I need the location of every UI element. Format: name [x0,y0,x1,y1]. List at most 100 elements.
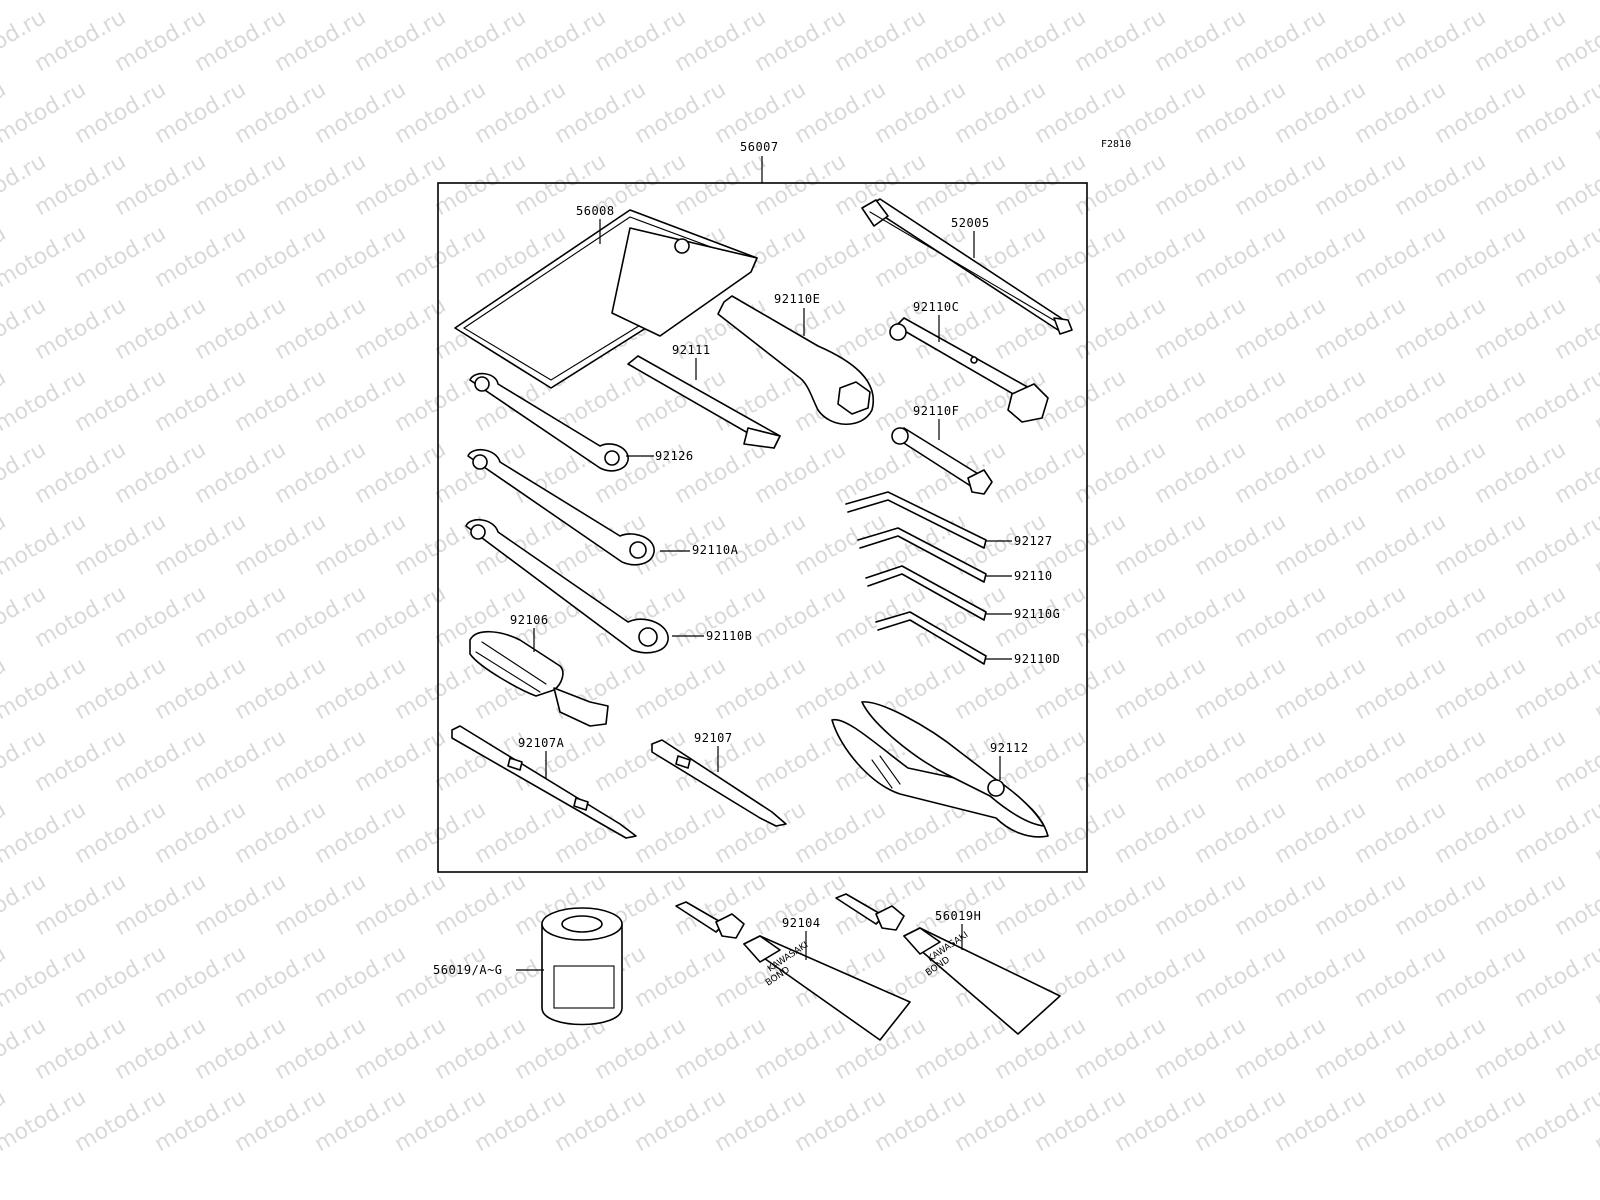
watermark-text: motod.ru [311,941,411,1013]
watermark-text: motod.ru [1071,869,1171,941]
part-label-56007[interactable]: 56007 [740,140,779,154]
watermark-text: motod.ru [111,293,211,365]
hex-key-92110G[interactable] [865,565,987,621]
part-label-92110C[interactable]: 92110C [913,300,959,314]
watermark-text: motod.ru [751,437,851,509]
watermark-text: motod.ru [1511,0,1600,5]
watermark-text: motod.ru [1351,0,1451,5]
watermark-text: motod.ru [231,1085,331,1157]
watermark-text: motod.ru [1271,0,1371,5]
watermark-text: motod.ru [191,149,291,221]
grease-can-56019-A-G[interactable] [541,907,623,1026]
watermark-text: motod.ru [991,437,1091,509]
tool-bag-56008[interactable] [454,209,758,389]
watermark-text: motod.ru [551,77,651,149]
watermark-text: motod.ru [471,0,571,5]
watermark-text: motod.ru [1151,869,1251,941]
socket-wrench-92110C[interactable] [889,317,1049,423]
watermark-text: motod.ru [0,0,90,5]
watermark-text: motod.ru [1191,1085,1291,1157]
part-label-92110[interactable]: 92110 [1014,569,1053,583]
watermark-text: motod.ru [1351,653,1451,725]
watermark-text: motod.ru [1431,797,1531,869]
watermark-text: motod.ru [1311,149,1411,221]
part-label-92110B[interactable]: 92110B [706,629,752,643]
part-label-92126[interactable]: 92126 [655,449,694,463]
watermark-text: motod.ru [791,77,891,149]
watermark-text: motod.ru [231,941,331,1013]
part-label-92110F[interactable]: 92110F [913,404,959,418]
watermark-text: motod.ru [311,653,411,725]
watermark-text: motod.ru [1311,725,1411,797]
watermark-text: motod.ru [1431,365,1531,437]
part-label-92112[interactable]: 92112 [990,741,1029,755]
watermark-text: motod.ru [471,797,571,869]
screwdriver-bit-92107[interactable] [651,739,787,827]
part-label-92110G[interactable]: 92110G [1014,607,1060,621]
bond-tube-56019H[interactable]: KAWASAKI BOND [835,893,1061,1035]
part-label-92107A[interactable]: 92107A [518,736,565,750]
watermark-text: motod.ru [31,725,131,797]
watermark-text: motod.ru [631,1085,731,1157]
watermark-text: motod.ru [1431,653,1531,725]
hex-key-92110[interactable] [857,527,987,583]
watermark-text: motod.ru [351,1013,451,1085]
part-label-92127[interactable]: 92127 [1014,534,1053,548]
watermark-text: motod.ru [951,0,1051,5]
screwdriver-bit-92107A[interactable] [451,725,637,839]
watermark-text: motod.ru [351,149,451,221]
watermark-text: motod.ru [1431,221,1531,293]
watermark-text: motod.ru [711,1085,811,1157]
part-label-52005[interactable]: 52005 [951,216,990,230]
watermark-text: motod.ru [191,869,291,941]
watermark-text: motod.ru [1111,509,1211,581]
part-label-92110E[interactable]: 92110E [774,292,820,306]
box-wrench-92110E[interactable] [717,295,875,425]
extension-bar-52005[interactable] [861,198,1073,335]
watermark-text: motod.ru [1151,5,1251,77]
watermark-text: motod.ru [471,1085,571,1157]
pliers-92112[interactable] [831,701,1049,838]
part-label-92110D[interactable]: 92110D [1014,652,1060,666]
part-label-92110A[interactable]: 92110A [692,543,739,557]
open-end-wrench-92110B[interactable] [465,519,669,654]
part-label-92106[interactable]: 92106 [510,613,549,627]
watermark-text: motod.ru [1031,0,1131,5]
watermark-text: motod.ru [31,1013,131,1085]
watermark-text: motod.ru [1391,869,1491,941]
watermark-text: motod.ru [911,149,1011,221]
watermark-text: motod.ru [351,725,451,797]
watermark-text: motod.ru [1311,5,1411,77]
watermark-text: motod.ru [1391,581,1491,653]
open-end-wrench-92110A[interactable] [467,449,655,566]
watermark-text: motod.ru [311,365,411,437]
part-label-56008[interactable]: 56008 [576,204,615,218]
part-label-56019H[interactable]: 56019H [935,909,981,923]
watermark-text: motod.ru [391,77,491,149]
watermark-text: motod.ru [1271,1085,1371,1157]
watermark-text: motod.ru [351,437,451,509]
part-label-92104[interactable]: 92104 [782,916,821,930]
watermark-text: motod.ru [1351,941,1451,1013]
watermark-text: motod.ru [1471,293,1571,365]
open-end-wrench-92126[interactable] [469,372,629,472]
part-label-56019-A-G[interactable]: 56019/A~G [433,963,503,977]
watermark-text: motod.ru [1151,581,1251,653]
watermark-text: motod.ru [551,797,651,869]
watermark-text: motod.ru [231,77,331,149]
handle-bar-92111[interactable] [627,355,781,449]
watermark-text: motod.ru [1191,0,1291,5]
watermark-text: motod.ru [271,149,371,221]
watermark-text: motod.ru [71,509,171,581]
watermark-text: motod.ru [671,5,771,77]
watermark-text: motod.ru [231,509,331,581]
part-label-92111[interactable]: 92111 [672,343,711,357]
plug-wrench-92110F[interactable] [891,427,993,495]
hex-key-92110D[interactable] [875,611,987,665]
hex-key-92127[interactable] [845,491,987,549]
screwdriver-handle-92106[interactable] [469,630,609,727]
part-label-92107[interactable]: 92107 [694,731,733,745]
watermark-text: motod.ru [751,869,851,941]
watermark-text: motod.ru [551,0,651,5]
watermark-text: motod.ru [351,293,451,365]
